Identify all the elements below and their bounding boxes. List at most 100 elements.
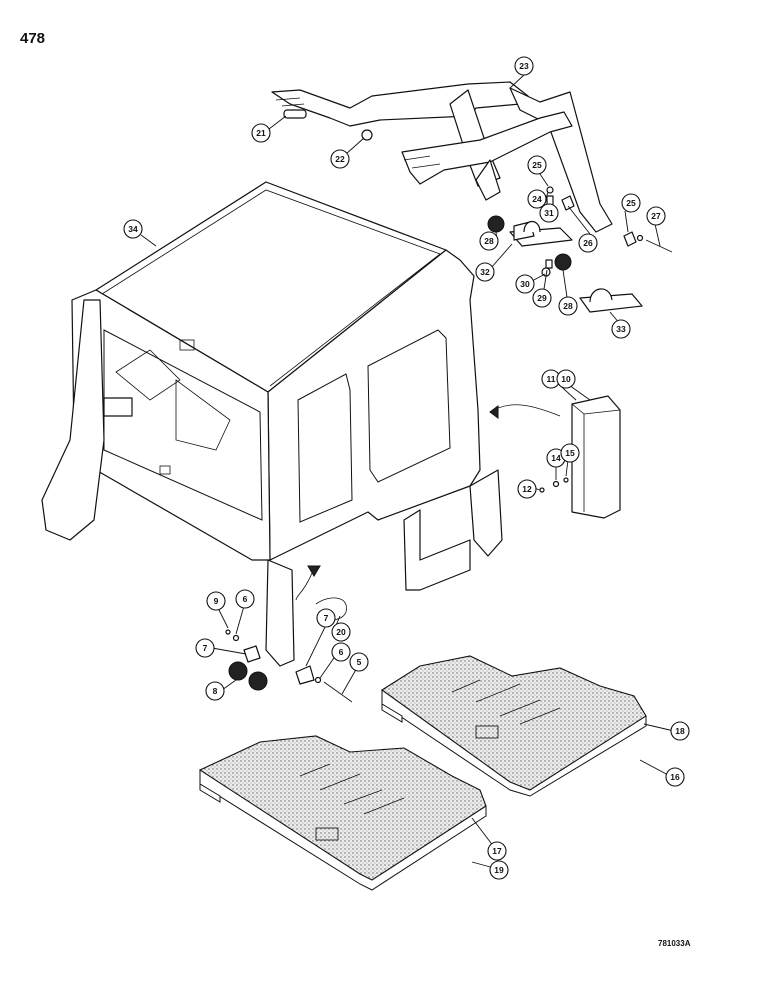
callout-10: 10 xyxy=(556,369,576,389)
callout-11-label: 11 xyxy=(547,374,556,384)
floor-mat-right xyxy=(381,655,647,797)
pad-assembly xyxy=(489,395,621,519)
drawing-id: 781033A xyxy=(658,939,691,948)
bushing-7-right xyxy=(295,665,315,685)
callout-12-label: 12 xyxy=(522,484,532,494)
floor-mat-left xyxy=(198,735,487,891)
nut-9 xyxy=(225,629,231,635)
callout-20-label: 20 xyxy=(336,627,346,637)
bushing-26-lower xyxy=(623,231,637,247)
callout-7-left-label: 7 xyxy=(203,643,208,653)
callout-8: 8 xyxy=(205,681,225,701)
isolator-8-a xyxy=(228,661,248,681)
rops-frame xyxy=(271,81,613,233)
callout-9-label: 9 xyxy=(214,596,219,606)
callout-22: 22 xyxy=(330,149,350,169)
callout-28-lower-label: 28 xyxy=(563,301,573,311)
install-arrow xyxy=(489,404,561,417)
callout-29: 29 xyxy=(532,288,552,308)
callout-9: 9 xyxy=(206,591,226,611)
callout-21: 21 xyxy=(251,123,271,143)
callout-26-label: 26 xyxy=(583,238,593,248)
callout-5: 5 xyxy=(349,652,369,672)
callout-8-label: 8 xyxy=(213,686,218,696)
nut-15 xyxy=(563,477,569,483)
cab-seat-back xyxy=(103,397,133,417)
callout-30-label: 30 xyxy=(520,279,530,289)
nut-22 xyxy=(361,129,373,141)
cab-rear-left-leg xyxy=(265,559,295,667)
callout-28-upper-label: 28 xyxy=(484,236,494,246)
bushing-7-left xyxy=(243,645,261,663)
washer-6-right xyxy=(314,676,322,684)
callout-32: 32 xyxy=(475,262,495,282)
callout-18-label: 18 xyxy=(675,726,685,736)
mat-19 xyxy=(199,783,221,803)
callout-31: 31 xyxy=(539,203,559,223)
callout-34-label: 34 xyxy=(128,224,138,234)
callout-15: 15 xyxy=(560,443,580,463)
bolt-27 xyxy=(645,239,673,253)
cab-left-post xyxy=(41,299,105,541)
callout-26: 26 xyxy=(578,233,598,253)
cab-right-leg xyxy=(469,469,503,557)
callout-25-upper: 25 xyxy=(527,155,547,175)
isolator-8-b xyxy=(248,671,268,691)
callout-24-label: 24 xyxy=(532,194,542,204)
callout-16: 16 xyxy=(665,767,685,787)
callout-18: 18 xyxy=(670,721,690,741)
washer-14 xyxy=(552,480,560,488)
callout-32-label: 32 xyxy=(480,267,490,277)
bushing-26-upper xyxy=(561,195,575,211)
callout-6-right: 6 xyxy=(331,642,351,662)
mat-17 xyxy=(198,735,487,881)
bolt-5 xyxy=(323,681,353,703)
mat-16 xyxy=(381,703,403,723)
callout-19-label: 19 xyxy=(494,865,504,875)
callout-28-upper: 28 xyxy=(479,231,499,251)
callout-25-lower: 25 xyxy=(621,193,641,213)
callout-19: 19 xyxy=(489,860,509,880)
front-door-window xyxy=(297,373,353,523)
callout-15-label: 15 xyxy=(565,448,575,458)
callout-33: 33 xyxy=(611,319,631,339)
callout-14-label: 14 xyxy=(551,453,561,463)
callout-10-label: 10 xyxy=(561,374,571,384)
callout-7-right-label: 7 xyxy=(324,613,329,623)
callout-29-label: 29 xyxy=(537,293,547,303)
mat-18 xyxy=(381,655,647,791)
callout-17-label: 17 xyxy=(492,846,502,856)
bolt-12 xyxy=(539,487,545,493)
callout-7-left: 7 xyxy=(195,638,215,658)
callout-25-upper-label: 25 xyxy=(532,160,542,170)
callout-23: 23 xyxy=(514,56,534,76)
callout-23-label: 23 xyxy=(519,61,529,71)
door-window xyxy=(367,329,451,483)
callout-24: 24 xyxy=(527,189,547,209)
washer-29 xyxy=(545,259,553,269)
callout-21-label: 21 xyxy=(256,128,266,138)
callout-34: 34 xyxy=(123,219,143,239)
callout-7-right: 7 xyxy=(316,608,336,628)
callout-17: 17 xyxy=(487,841,507,861)
isolator-28-upper xyxy=(487,215,505,233)
pin-21 xyxy=(283,109,307,119)
callout-28-lower: 28 xyxy=(558,296,578,316)
callout-22-label: 22 xyxy=(335,154,345,164)
callout-25-lower-label: 25 xyxy=(626,198,636,208)
callout-6-left-label: 6 xyxy=(243,594,248,604)
washer-25 xyxy=(636,234,644,242)
callout-5-label: 5 xyxy=(357,657,362,667)
callout-6-left: 6 xyxy=(235,589,255,609)
washer-6-left xyxy=(232,634,240,642)
cab-body xyxy=(41,181,503,667)
door-lower-panel xyxy=(403,509,471,591)
callout-31-label: 31 xyxy=(544,208,554,218)
isolator-28-lower xyxy=(554,253,572,271)
callout-33-label: 33 xyxy=(616,324,626,334)
callout-27-label: 27 xyxy=(651,211,661,221)
callout-12: 12 xyxy=(517,479,537,499)
washer-24 xyxy=(546,186,554,194)
callout-27: 27 xyxy=(646,206,666,226)
